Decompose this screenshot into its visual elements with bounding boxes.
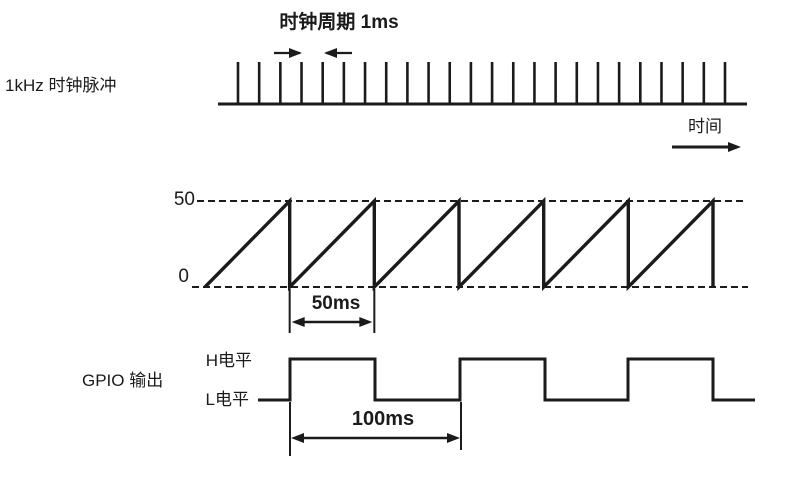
clock-period-arrowhead-right (289, 48, 302, 58)
gpio-row-label: GPIO 输出 (82, 371, 164, 390)
counter-sawtooth-wave (192, 196, 748, 333)
gpio-period-arrowhead-left (291, 433, 304, 443)
clock-period-label: 时钟周期 1ms (279, 12, 399, 33)
gpio-period-arrowhead-right (447, 433, 460, 443)
gpio-square-wave (258, 357, 755, 456)
counter-min-tick-label: 0 (178, 266, 189, 287)
time-axis-label: 时间 (688, 117, 722, 136)
counter-max-tick-label: 50 (173, 189, 195, 210)
gpio-high-level-label: H电平 (205, 351, 252, 370)
sawtooth-period-arrowhead-left (291, 317, 305, 327)
time-axis-arrowhead (728, 142, 741, 152)
counter-period-label: 50ms (311, 293, 361, 314)
sawtooth-period-arrowhead-right (359, 317, 373, 327)
clock-pulse-train (218, 48, 747, 152)
gpio-waveform-path (258, 357, 755, 402)
sawtooth-path (203, 196, 715, 292)
gpio-period-label: 100ms (351, 408, 415, 430)
clock-row-label: 1kHz 时钟脉冲 (5, 76, 117, 95)
clock-period-arrowhead-left (324, 48, 337, 58)
gpio-low-level-label: L电平 (205, 390, 249, 409)
